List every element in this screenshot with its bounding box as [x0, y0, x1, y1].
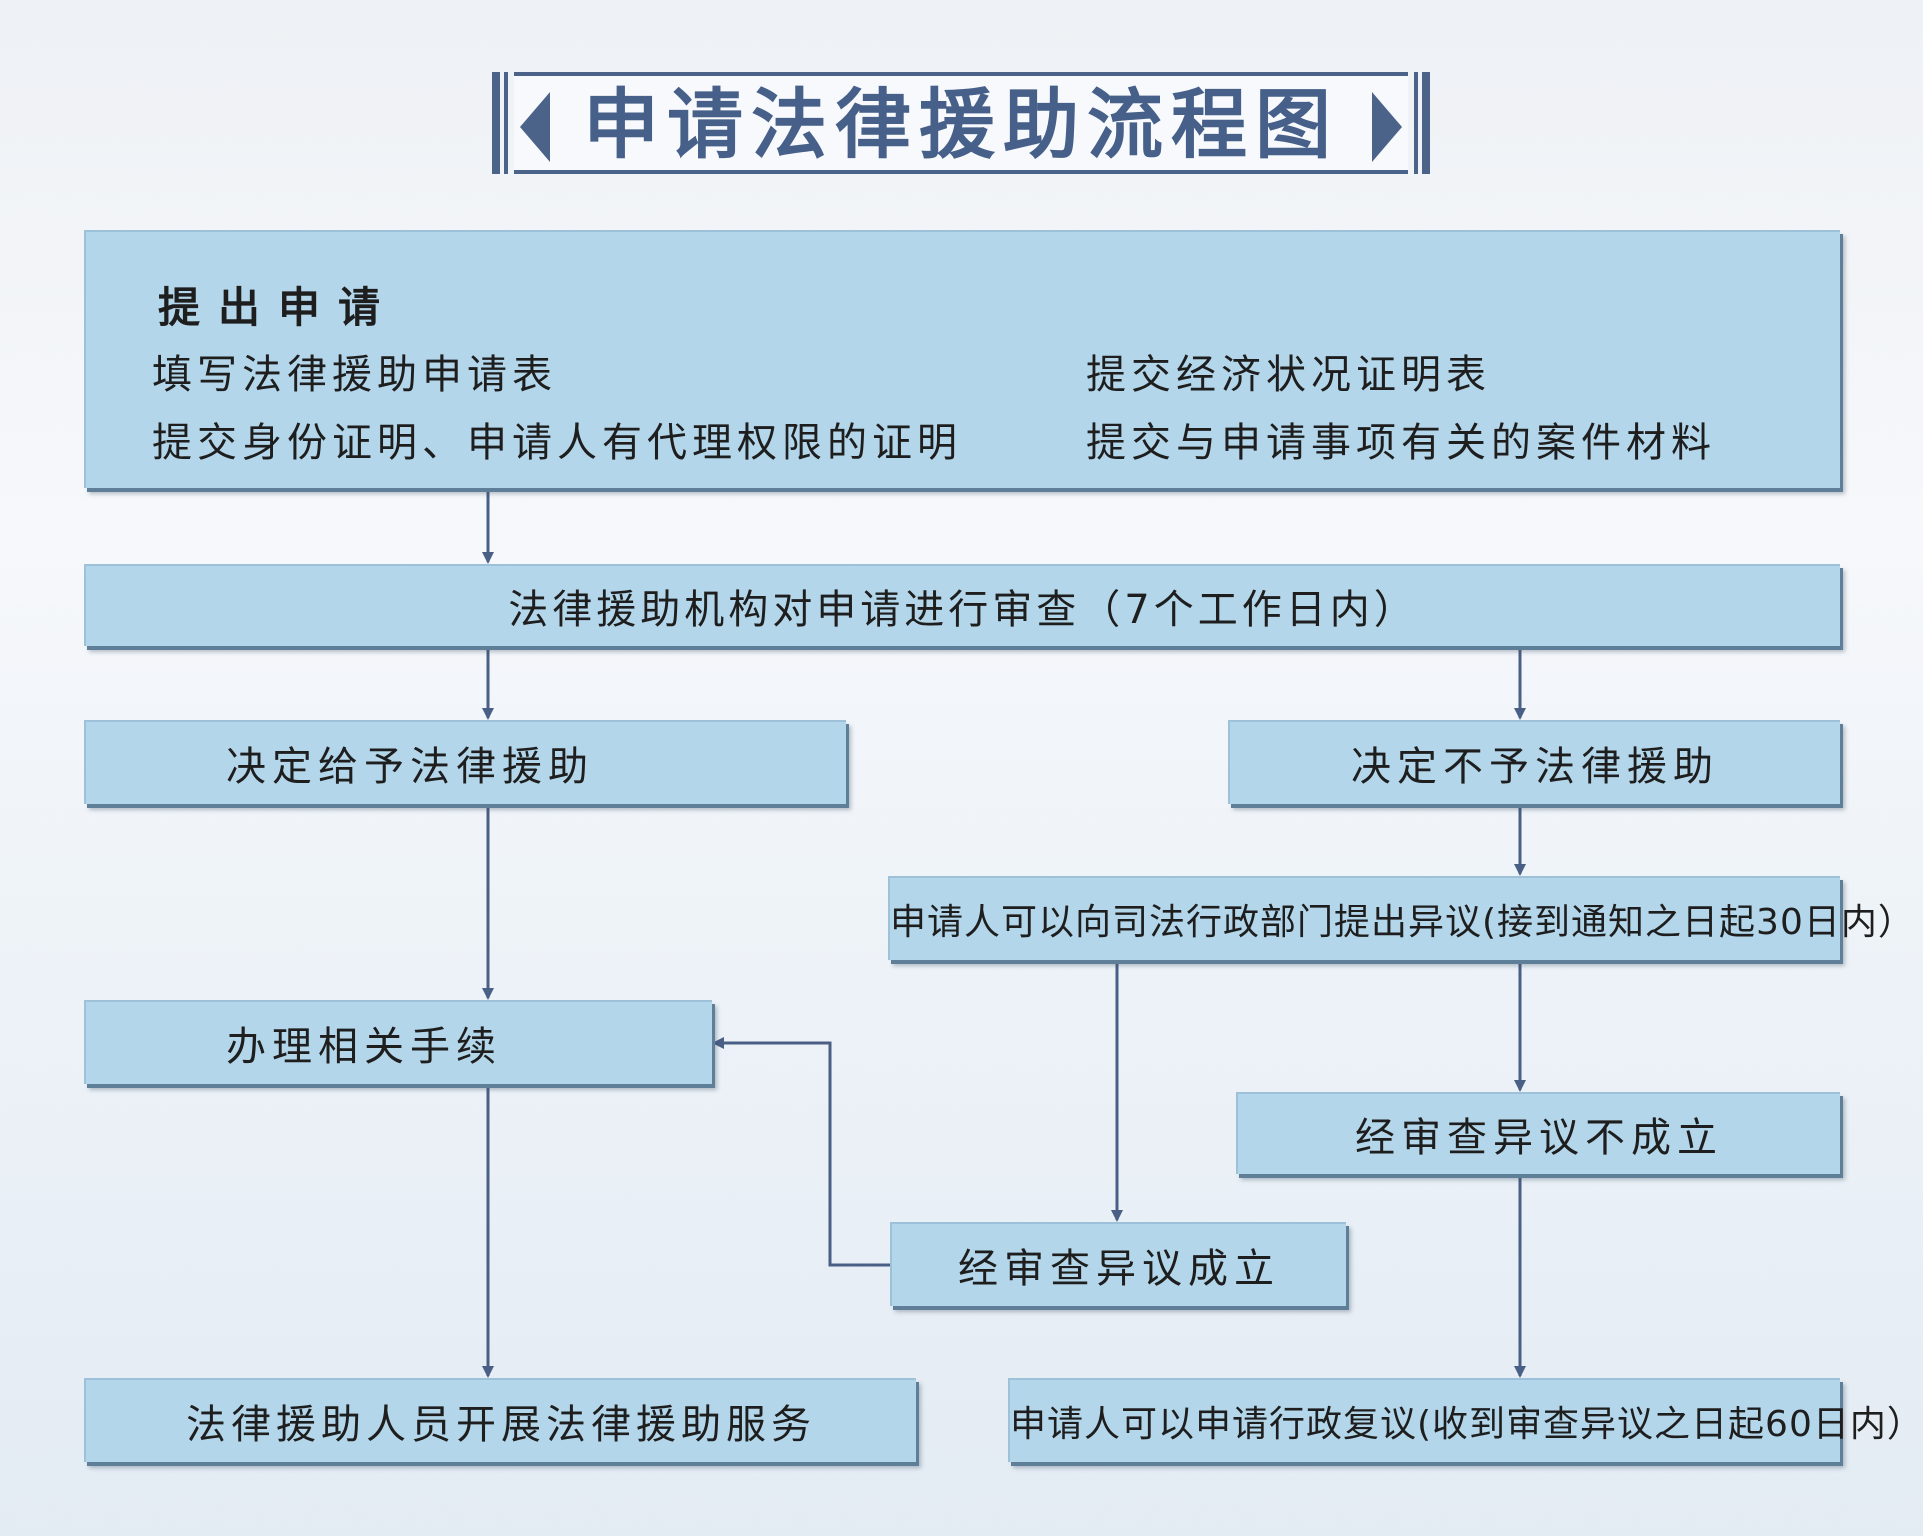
title-left-chevron — [520, 92, 550, 162]
objection-rejected-label: 经审查异议不成立 — [1355, 1115, 1723, 1161]
title-right-chevron — [1372, 92, 1402, 162]
step-review: 法律援助机构对申请进行审查（7个工作日内） — [84, 564, 1840, 646]
deny-label: 决定不予法律援助 — [1351, 744, 1719, 790]
page-title: 申请法律援助流程图 — [583, 80, 1339, 169]
step-objection: 申请人可以向司法行政部门提出异议(接到通知之日起30日内） — [888, 876, 1915, 960]
service-label: 法律援助人员开展法律援助服务 — [186, 1402, 816, 1448]
apply-item-materials: 提交与申请事项有关的案件材料 — [1086, 420, 1716, 466]
step-procedures: 办理相关手续 — [84, 1000, 712, 1084]
title-left-thin-bar — [504, 72, 508, 174]
review-label: 法律援助机构对申请进行审查（7个工作日内） — [508, 587, 1418, 633]
step-reconsideration: 申请人可以申请行政复议(收到审查异议之日起60日内） — [1008, 1378, 1923, 1462]
apply-heading: 提出申请 — [158, 283, 399, 332]
title-banner: 申请法律援助流程图 — [492, 72, 1430, 174]
objection-label: 申请人可以向司法行政部门提出异议(接到通知之日起30日内） — [890, 902, 1915, 943]
step-service: 法律援助人员开展法律援助服务 — [84, 1378, 916, 1462]
step-objection-rejected: 经审查异议不成立 — [1236, 1092, 1840, 1174]
apply-item-form: 填写法律援助申请表 — [152, 352, 557, 398]
step-apply: 提出申请 填写法律援助申请表 提交经济状况证明表 提交身份证明、申请人有代理权限… — [84, 230, 1840, 488]
step-grant: 决定给予法律援助 — [84, 720, 846, 804]
objection-upheld-label: 经审查异议成立 — [958, 1246, 1280, 1292]
arrow-upheld-to-procedures — [712, 1037, 890, 1267]
title-right-thin-bar — [1414, 72, 1418, 174]
title-frame: 申请法律援助流程图 — [514, 72, 1408, 174]
grant-label: 决定给予法律援助 — [226, 744, 594, 790]
reconsideration-label: 申请人可以申请行政复议(收到审查异议之日起60日内） — [1010, 1404, 1923, 1445]
step-objection-upheld: 经审查异议成立 — [890, 1222, 1346, 1306]
step-deny: 决定不予法律援助 — [1228, 720, 1840, 804]
procedures-label: 办理相关手续 — [226, 1024, 502, 1070]
title-right-bar — [1422, 72, 1430, 174]
title-left-bar — [492, 72, 500, 174]
apply-item-economic: 提交经济状况证明表 — [1086, 352, 1491, 398]
apply-item-identity: 提交身份证明、申请人有代理权限的证明 — [152, 420, 962, 466]
